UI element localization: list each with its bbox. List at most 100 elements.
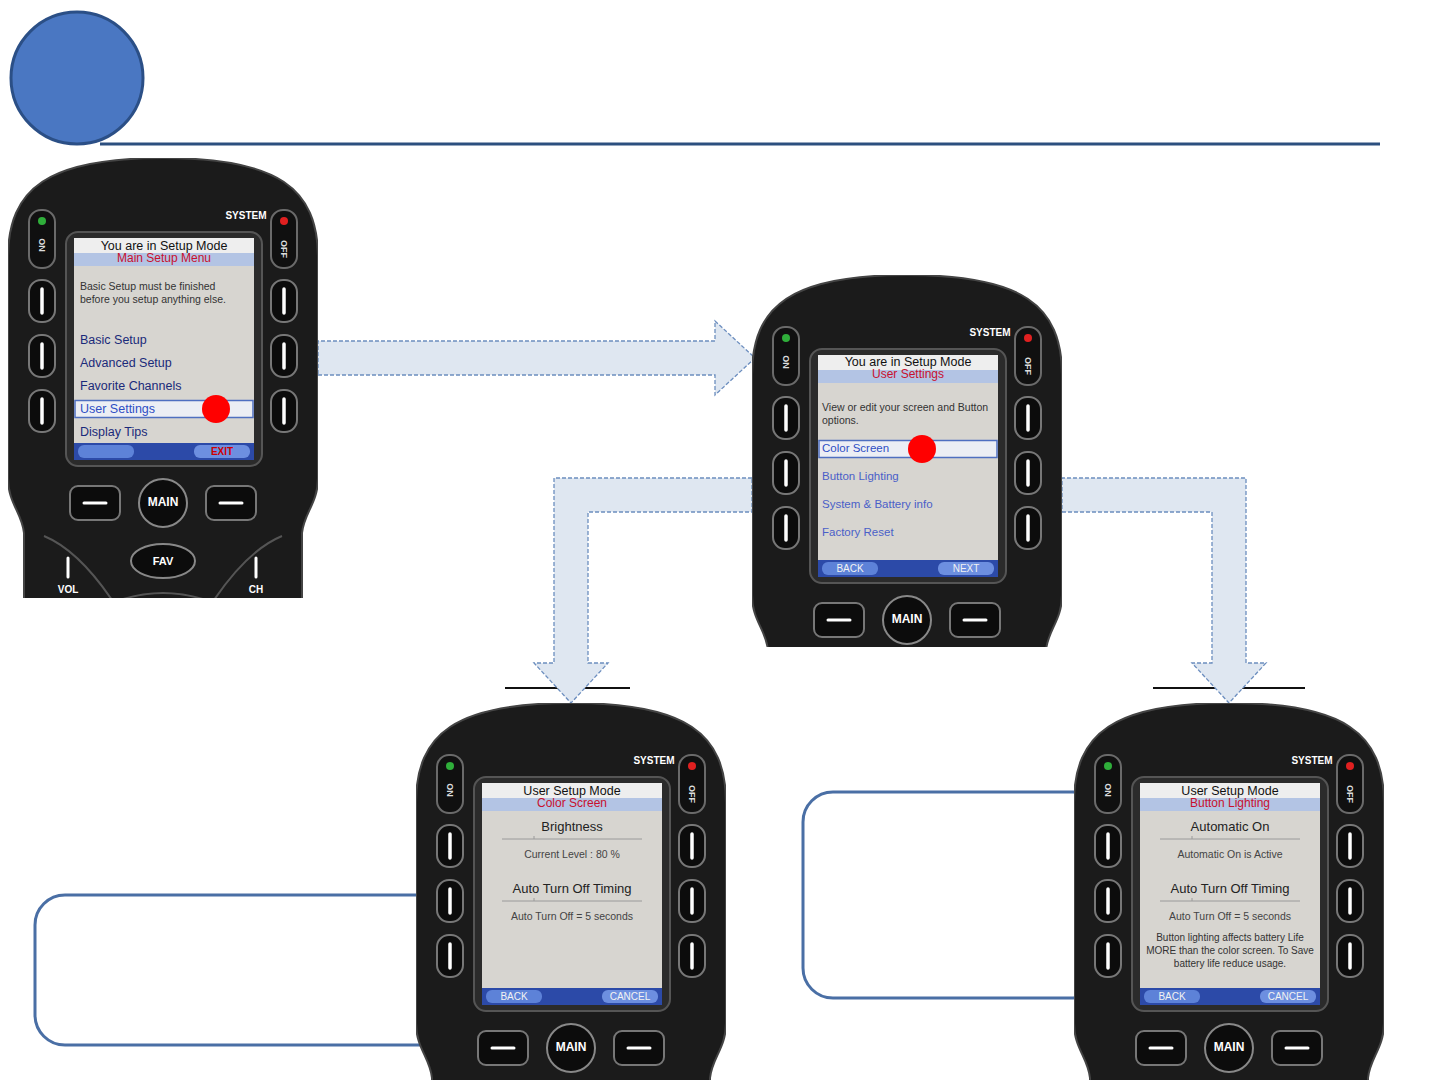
side-button-mark xyxy=(690,889,694,913)
side-button xyxy=(1095,825,1121,867)
softkey-pill xyxy=(602,990,658,1003)
softkey-bar xyxy=(818,560,998,577)
subtitle-band xyxy=(74,253,254,266)
screen-bezel xyxy=(66,232,262,466)
power-button xyxy=(1095,755,1121,813)
screen-bezel xyxy=(1132,777,1328,1011)
power-button xyxy=(773,327,799,385)
power-button xyxy=(29,210,55,268)
soft-button xyxy=(614,1031,664,1065)
button-label: FAV xyxy=(153,555,174,568)
button-label: MAIN xyxy=(556,1041,587,1055)
side-button xyxy=(437,880,463,922)
side-button xyxy=(773,507,799,549)
screen-subtitle: User Settings xyxy=(872,368,944,382)
softkey-pill xyxy=(78,445,134,458)
rocker-mark xyxy=(67,558,70,577)
softkey-pill xyxy=(486,990,542,1003)
remote-control: SYSTEMONOFFMAINUser Setup ModeColor Scre… xyxy=(416,703,726,1080)
softkey-label: CANCEL xyxy=(610,991,651,1003)
button-label: VOL xyxy=(58,584,79,596)
button-label: CH xyxy=(249,584,263,596)
side-button-mark xyxy=(784,406,788,430)
remote-screen: You are in Setup ModeMain Setup MenuBasi… xyxy=(74,238,254,460)
rocker-outline xyxy=(120,593,206,598)
callout-box xyxy=(35,895,455,1045)
soft-button-mark xyxy=(492,1047,514,1050)
main-button xyxy=(139,479,187,527)
setting-heading: Auto Turn Off Timing xyxy=(1171,882,1290,897)
side-button xyxy=(1015,452,1041,494)
soft-button xyxy=(206,486,256,520)
screen-title: User Setup Mode xyxy=(1181,784,1278,798)
screen-note: Basic Setup must be finished before you … xyxy=(80,280,244,306)
power-led xyxy=(782,334,790,342)
side-button-mark xyxy=(40,289,44,313)
block-arrow xyxy=(1062,478,1266,703)
remote-illustration xyxy=(752,275,1062,647)
side-button-mark xyxy=(1106,944,1110,968)
side-button-mark xyxy=(1026,461,1030,485)
screen-graphics xyxy=(1140,783,1320,1005)
divider-tick xyxy=(534,898,535,901)
softkey-bar xyxy=(482,988,662,1005)
menu-item: Basic Setup xyxy=(80,333,147,347)
side-button-mark xyxy=(690,944,694,968)
screen-bezel xyxy=(810,349,1006,583)
setting-value: Current Level : 80 % xyxy=(524,848,620,860)
power-label: OFF xyxy=(1345,785,1355,803)
screen-note: Button lighting affects battery Life MOR… xyxy=(1144,931,1316,970)
main-button xyxy=(1205,1024,1253,1072)
screen-background xyxy=(1140,783,1320,1005)
side-button-mark xyxy=(448,834,452,858)
menu-item: Advanced Setup xyxy=(80,356,172,370)
screen-title: You are in Setup Mode xyxy=(845,355,972,369)
remote-body xyxy=(752,275,1062,647)
side-button-mark xyxy=(282,289,286,313)
power-label: ON xyxy=(781,355,791,369)
main-button xyxy=(547,1024,595,1072)
softkey-pill xyxy=(1260,990,1316,1003)
tap-marker xyxy=(202,395,230,423)
power-label: OFF xyxy=(1023,357,1033,375)
side-button xyxy=(679,935,705,977)
power-led xyxy=(1104,762,1112,770)
rocker-outline xyxy=(214,536,282,598)
side-button-mark xyxy=(784,516,788,540)
power-led xyxy=(38,217,46,225)
side-button xyxy=(1337,880,1363,922)
power-led xyxy=(1024,334,1032,342)
setting-heading: Auto Turn Off Timing xyxy=(513,882,632,897)
side-button xyxy=(271,335,297,377)
soft-button-mark xyxy=(220,502,242,505)
rocker-outline xyxy=(44,536,112,598)
side-button-mark xyxy=(448,889,452,913)
remote-screen: User Setup ModeButton LightingAutomatic … xyxy=(1140,783,1320,1005)
divider xyxy=(502,901,642,902)
side-button xyxy=(29,280,55,322)
side-button xyxy=(271,280,297,322)
screen-subtitle: Main Setup Menu xyxy=(117,252,211,266)
screen-title: You are in Setup Mode xyxy=(101,239,228,253)
soft-button xyxy=(478,1031,528,1065)
side-button xyxy=(29,390,55,432)
softkey-pill xyxy=(938,562,994,575)
side-button-mark xyxy=(1348,834,1352,858)
side-button-mark xyxy=(282,399,286,423)
side-button-mark xyxy=(784,461,788,485)
divider xyxy=(502,839,642,840)
remote-body xyxy=(416,703,726,1080)
screen-title: User Setup Mode xyxy=(523,784,620,798)
fav-button xyxy=(131,544,195,578)
main-button xyxy=(883,596,931,644)
side-button-mark xyxy=(282,344,286,368)
remote-screen: User Setup ModeColor ScreenBrightnessCur… xyxy=(482,783,662,1005)
soft-button-mark xyxy=(964,619,986,622)
title-band xyxy=(74,238,254,253)
divider-tick xyxy=(534,836,535,839)
title-circle xyxy=(11,12,143,144)
screen-subtitle: Color Screen xyxy=(537,797,607,811)
device-label: SYSTEM xyxy=(969,327,1010,339)
soft-button-mark xyxy=(84,502,106,505)
button-label: MAIN xyxy=(1214,1041,1245,1055)
